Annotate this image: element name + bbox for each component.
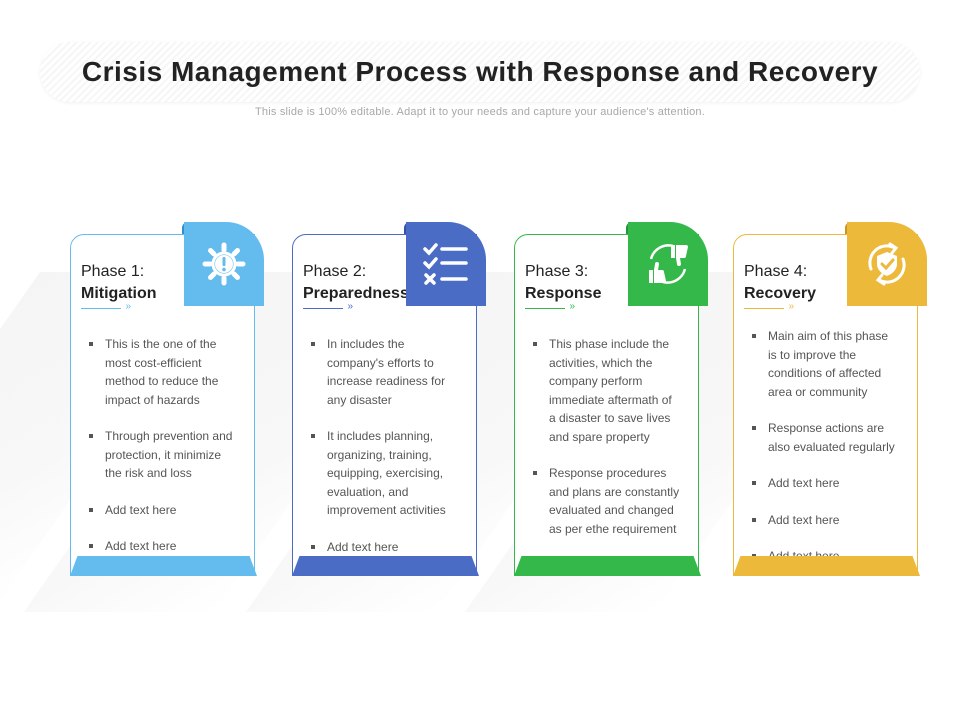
shield-refresh-icon-tab (847, 222, 927, 306)
phase-heading: Phase 1: Mitigation (81, 261, 191, 305)
phase-heading: Phase 4: Recovery (744, 261, 854, 305)
arrow-divider (744, 301, 794, 312)
phase-name: Preparedness (303, 285, 409, 302)
phase-card-preparedness: Phase 2: Preparedness In includes the co… (23, 222, 486, 612)
bullet-item: Response procedures and plans are consta… (531, 464, 681, 538)
arrow-divider (303, 301, 353, 312)
phase-heading: Phase 3: Response (525, 261, 635, 305)
bullet-item: Add text here (87, 501, 237, 520)
phase-heading: Phase 2: Preparedness (303, 261, 433, 305)
bullet-item: It includes planning, organizing, traini… (309, 427, 459, 520)
card-footer-bar (292, 556, 479, 576)
gear-warning-icon-tab (184, 222, 264, 306)
bullet-item: Add text here (87, 537, 237, 556)
bullet-item: Add text here (750, 474, 900, 493)
phase-label: Phase 4: (744, 263, 808, 280)
phase-card-response: Phase 3: Response This phase include the… (245, 222, 708, 612)
phase-card-recovery: Phase 4: Recovery Main aim of this phase… (464, 222, 927, 612)
checklist-icon (423, 243, 468, 285)
bullet-list: In includes the company's efforts to inc… (309, 335, 459, 574)
card-footer-bar (514, 556, 701, 576)
shield-refresh-icon (868, 242, 906, 286)
slide-subtitle: This slide is 100% editable. Adapt it to… (255, 106, 705, 118)
bullet-list: This phase include the activities, which… (531, 335, 681, 556)
gear-warning-icon (202, 242, 246, 286)
phase-name: Response (525, 285, 602, 302)
thumbs-feedback-icon-tab (628, 222, 708, 306)
checklist-icon-tab (406, 222, 486, 306)
card-footer-bar (733, 556, 920, 576)
bullet-item: Add text here (309, 538, 459, 557)
card-footer-bar (70, 556, 257, 576)
phase-name: Recovery (744, 285, 817, 302)
arrow-divider (81, 301, 131, 312)
bullet-list: Main aim of this phase is to improve the… (750, 327, 900, 584)
thumbs-feedback-icon (649, 244, 688, 284)
phase-label: Phase 1: (81, 263, 145, 280)
phase-label: Phase 3: (525, 263, 589, 280)
bullet-item: Add text here (750, 511, 900, 530)
bullet-item: Through prevention and protection, it mi… (87, 427, 237, 483)
bullet-list: This is the one of the most cost-efficie… (87, 335, 237, 574)
phase-label: Phase 2: (303, 263, 367, 280)
bullet-item: Response actions are also evaluated regu… (750, 419, 900, 456)
phase-name: Mitigation (81, 285, 157, 302)
bullet-item: This is the one of the most cost-efficie… (87, 335, 237, 409)
arrow-divider (525, 301, 575, 312)
title-banner: Crisis Management Process with Response … (40, 42, 920, 102)
bullet-item: In includes the company's efforts to inc… (309, 335, 459, 409)
bullet-item: This phase include the activities, which… (531, 335, 681, 446)
phase-card-mitigation: Phase 1: Mitigation This is the one of t… (0, 222, 264, 612)
bullet-item: Main aim of this phase is to improve the… (750, 327, 900, 401)
slide-title: Crisis Management Process with Response … (81, 56, 879, 87)
